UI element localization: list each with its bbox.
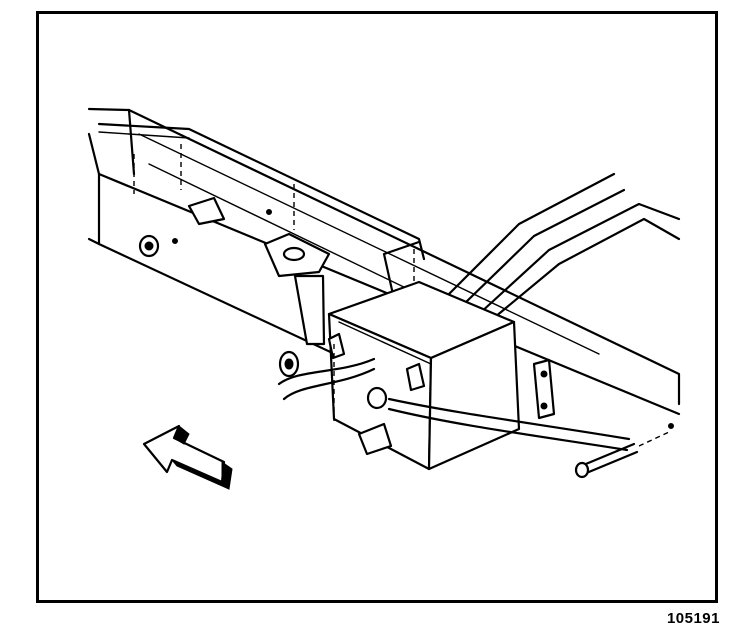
canister-mounting-illustration <box>87 107 681 491</box>
canister-hoses <box>277 344 631 456</box>
illustration-frame <box>36 11 718 603</box>
front-arrow-icon <box>142 424 233 491</box>
fuel-lines <box>382 172 681 324</box>
mounting-bolt <box>574 423 674 479</box>
upper-bracket <box>97 122 426 346</box>
figure-id-label: 105191 <box>666 610 720 627</box>
